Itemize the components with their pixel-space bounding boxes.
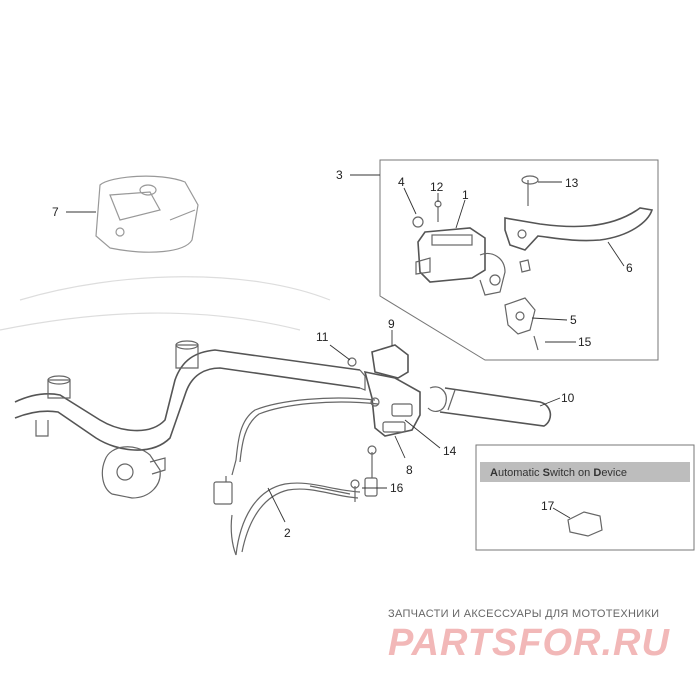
inset-title: Automatic Switch on Device [490, 467, 627, 479]
callout-1: 1 [462, 188, 469, 202]
callout-3: 3 [336, 168, 343, 182]
master-cylinder-illustration [412, 200, 531, 296]
callout-10: 10 [561, 391, 575, 405]
callout-13: 13 [565, 176, 579, 190]
callout-6: 6 [626, 261, 633, 275]
callout-12: 12 [430, 180, 444, 194]
right-grip-illustration [427, 386, 552, 427]
leader-lines [66, 174, 625, 523]
bracket-illustration [504, 297, 539, 351]
callout-9: 9 [388, 317, 395, 331]
callout-15: 15 [578, 335, 592, 349]
callout-8: 8 [406, 463, 413, 477]
callout-5: 5 [570, 313, 577, 327]
callout-4: 4 [398, 175, 405, 189]
watermark-tagline: ЗАПЧАСТИ И АКСЕССУАРЫ ДЛЯ МОТОТЕХНИКИ [388, 608, 659, 620]
wiring-illustration [213, 397, 379, 556]
callout-2: 2 [284, 526, 291, 540]
handlebar-illustration [0, 276, 366, 499]
callout-17: 17 [541, 499, 555, 513]
watermark-logo: PARTSFOR.RU [388, 622, 670, 664]
callout-11: 11 [316, 330, 329, 344]
lever-illustration [504, 175, 654, 251]
switch-housing-illustration [363, 344, 421, 437]
switch-device-illustration [567, 511, 603, 537]
callout-labels: 1 2 3 4 5 6 7 8 9 10 11 12 13 14 15 16 1… [52, 168, 633, 540]
inset-panel: Automatic Switch on Device [475, 444, 695, 551]
callout-14: 14 [443, 444, 457, 458]
inset-title-bar [480, 462, 690, 482]
fasteners-illustration [347, 357, 360, 502]
brake-group-box [379, 159, 659, 361]
callout-7: 7 [52, 205, 59, 219]
reservoir-illustration [95, 175, 199, 253]
cable-illustration [235, 445, 378, 556]
callout-16: 16 [390, 481, 404, 495]
watermark: ЗАПЧАСТИ И АКСЕССУАРЫ ДЛЯ МОТОТЕХНИКИ PA… [388, 608, 670, 664]
